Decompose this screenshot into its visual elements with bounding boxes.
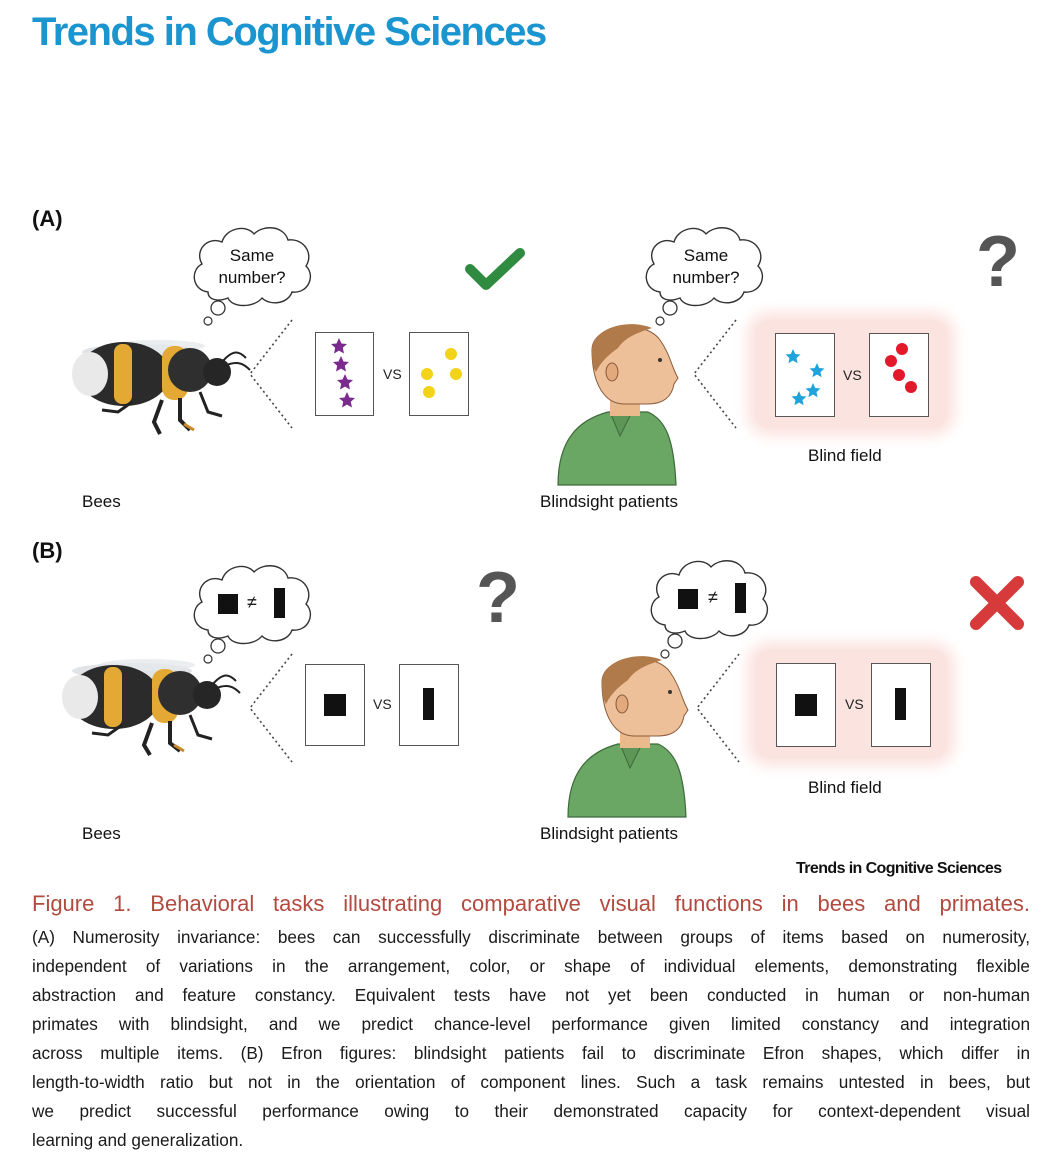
bee-thought-bubble-b <box>193 565 311 664</box>
rectangle-shape <box>735 583 746 613</box>
stimulus-card-stars-blue <box>775 333 835 417</box>
vs-label-b-right: VS <box>845 696 864 712</box>
caption-line: abstraction and feature constancy. Equiv… <box>32 985 1030 1005</box>
patients-label-a: Blindsight patients <box>540 492 678 511</box>
panel-a-label: (A) <box>32 206 63 231</box>
bee-illustration-a <box>72 340 251 435</box>
sight-lines-patient-a <box>692 319 737 429</box>
caption-line: we predict successful performance owing … <box>32 1101 1030 1121</box>
bee-thought-text-a: Same number? <box>200 245 304 289</box>
patients-label-b: Blindsight patients <box>540 824 678 843</box>
checkmark-icon <box>465 248 525 290</box>
thought-line-2: number? <box>672 268 740 287</box>
patient-thought-bubble-a <box>645 227 763 326</box>
rectangle-shape <box>895 688 906 720</box>
question-mark-icon: ? <box>476 558 520 638</box>
cross-icon <box>970 576 1024 630</box>
figure-credit: Trends in Cognitive Sciences <box>796 860 1002 877</box>
vs-label-b-left: VS <box>373 696 392 712</box>
star-icon <box>331 338 347 354</box>
blind-field-label-b: Blind field <box>808 778 882 797</box>
caption-title: Figure 1. Behavioral tasks illustrating … <box>32 891 1030 916</box>
yellow-dots <box>421 348 462 398</box>
star-icon <box>805 383 821 398</box>
caption-line: (A) Numerosity invariance: bees can succ… <box>32 927 1030 947</box>
rectangle-shape <box>274 588 285 618</box>
patient-illustration-a <box>557 324 679 486</box>
square-shape <box>324 694 346 716</box>
bee-thought-bubble-a <box>193 227 311 326</box>
patient-illustration-b <box>567 656 689 818</box>
square-shape <box>678 589 698 609</box>
square-shape <box>218 594 238 614</box>
stimulus-card-rectangle-b <box>871 663 931 747</box>
red-dots <box>885 343 917 393</box>
purple-stars <box>331 338 355 408</box>
blue-stars <box>785 349 825 406</box>
thought-line-1: Same <box>683 246 729 265</box>
not-equal-symbol: ≠ <box>708 587 718 607</box>
bees-label-b: Bees <box>82 824 121 843</box>
question-mark-icon: ? <box>976 222 1020 302</box>
vs-label-a-right: VS <box>843 367 862 383</box>
caption-line: learning and generalization. <box>32 1130 244 1150</box>
caption-line: primates with blindsight, and we predict… <box>32 1014 1030 1034</box>
star-icon <box>785 349 801 364</box>
vs-label-a-left: VS <box>383 366 402 382</box>
caption-line: length-to-width ratio but not in the ori… <box>32 1072 1030 1092</box>
patient-thought-bubble-b <box>650 560 768 659</box>
sight-lines-bee-a <box>248 319 293 429</box>
caption-body: (A) Numerosity invariance: bees can succ… <box>32 923 1030 1155</box>
star-icon <box>339 392 355 408</box>
not-equal-symbol: ≠ <box>247 592 257 612</box>
caption-line: independent of variations in the arrange… <box>32 956 1030 976</box>
caption-line: across multiple items. (B) Efron figures… <box>32 1043 1030 1063</box>
bees-label-a: Bees <box>82 492 121 511</box>
square-shape <box>795 694 817 716</box>
star-icon <box>333 356 349 372</box>
thought-line-1: Same <box>229 246 275 265</box>
journal-title: Trends in Cognitive Sciences <box>32 10 547 54</box>
stimulus-card-square-a <box>305 664 365 746</box>
star-icon <box>791 391 807 406</box>
rectangle-shape <box>423 688 434 720</box>
patient-thought-text-a: Same number? <box>654 245 758 289</box>
sight-lines-patient-b <box>695 653 740 763</box>
star-icon <box>337 374 353 390</box>
star-icon <box>809 363 825 378</box>
blind-field-label-a: Blind field <box>808 446 882 465</box>
sight-lines-bee-b <box>248 653 293 763</box>
bee-illustration-b <box>62 659 241 757</box>
thought-line-2: number? <box>218 268 286 287</box>
panel-b-label: (B) <box>32 538 63 563</box>
